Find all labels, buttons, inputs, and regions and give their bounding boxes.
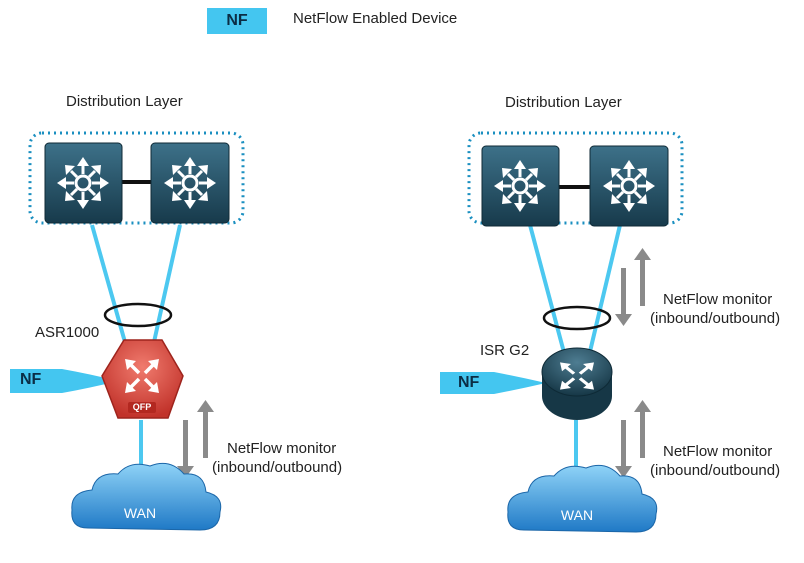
left-nf-tag	[10, 369, 118, 393]
right-links	[528, 224, 622, 470]
left-wan-label: WAN	[123, 505, 157, 521]
right-switch-1	[481, 145, 560, 227]
left-distribution-group	[28, 131, 245, 225]
right-monitor-arrows-bottom	[615, 400, 651, 478]
left-etherchannel-ring	[103, 302, 173, 328]
right-wan-cloud	[507, 464, 658, 533]
legend-nf-badge: NF	[207, 8, 267, 34]
left-distribution-title: Distribution Layer	[66, 93, 183, 110]
asr1000-label: ASR1000	[35, 324, 100, 341]
qfp-chip-label: QFP	[132, 402, 152, 412]
right-etherchannel-ring	[542, 305, 612, 331]
left-nf-tag-label: NF	[20, 371, 42, 388]
right-monitor-bottom-line1: NetFlow monitor	[663, 443, 773, 460]
legend-description: NetFlow Enabled Device	[293, 10, 458, 27]
left-switch-2	[150, 142, 230, 224]
left-links	[90, 224, 182, 470]
right-wan-label: WAN	[560, 507, 594, 523]
right-distribution-group	[467, 131, 684, 225]
right-switch-2	[589, 145, 669, 227]
isr-g2-router	[541, 347, 613, 420]
isr-g2-label: ISR G2	[480, 342, 530, 359]
right-monitor-arrows-top	[615, 248, 651, 326]
right-monitor-top-line2: (inbound/outbound)	[650, 310, 781, 327]
right-monitor-bottom-line2: (inbound/outbound)	[650, 462, 781, 479]
left-monitor-line2: (inbound/outbound)	[212, 459, 343, 476]
left-monitor-arrows	[177, 400, 214, 478]
asr1000-router	[101, 339, 184, 419]
left-wan-cloud	[71, 462, 222, 531]
right-nf-tag-label: NF	[458, 374, 480, 391]
right-nf-tag	[440, 372, 546, 394]
left-monitor-line1: NetFlow monitor	[227, 440, 337, 457]
right-distribution-title: Distribution Layer	[505, 94, 622, 111]
left-switch-1	[44, 142, 123, 224]
right-monitor-top-line1: NetFlow monitor	[663, 291, 773, 308]
